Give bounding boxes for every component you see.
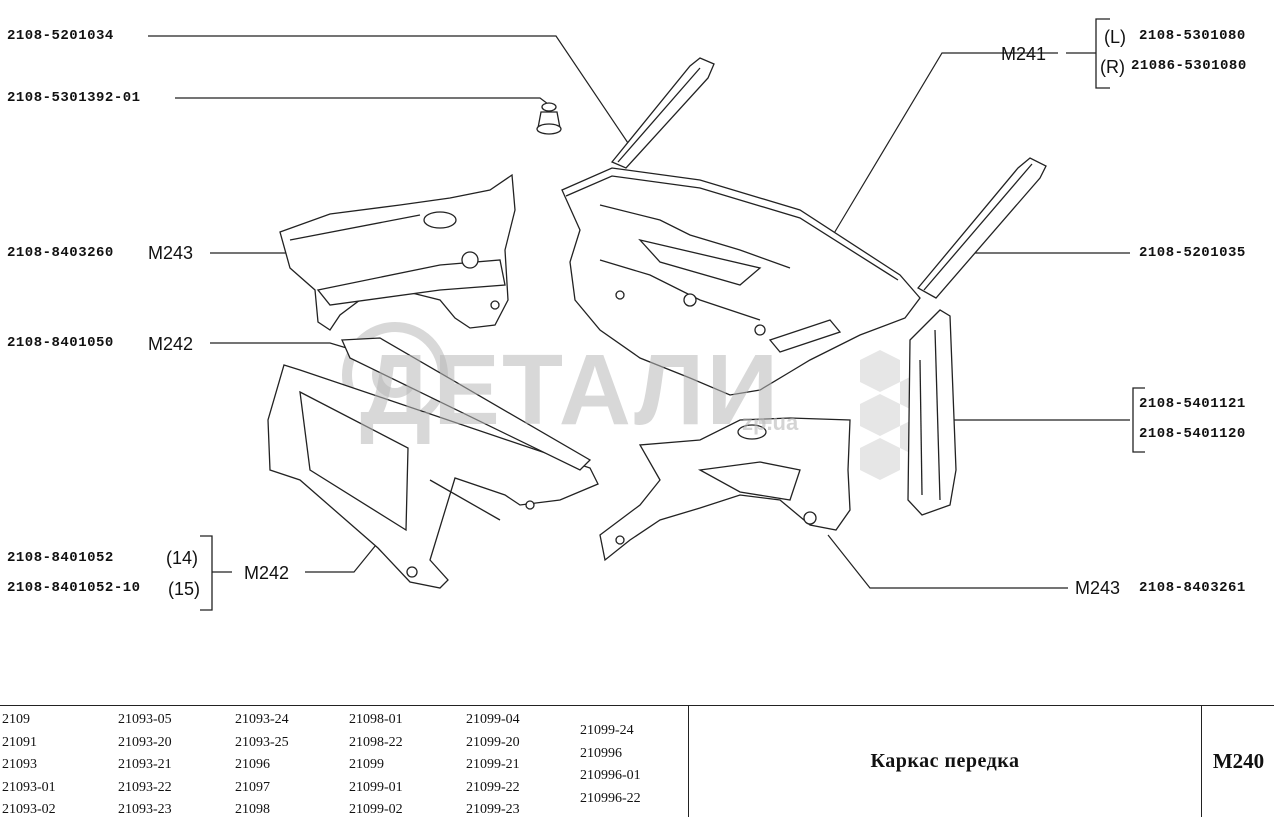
- left-side-marker: (L): [1104, 27, 1126, 47]
- watermark-brand: ДЕТАЛИ: [360, 334, 781, 446]
- model-item: 21091: [2, 734, 37, 750]
- part-number-5401121: 2108-5401121: [1139, 396, 1246, 412]
- diagram-area: ДЕТАЛИ zp.ua 2108-5201034 2108-5301392-0…: [7, 18, 1247, 611]
- model-column-1: 2109 21091 21093 21093-01 21093-02: [2, 709, 56, 822]
- quantity-15: (15): [168, 579, 201, 599]
- title-block: 2109 21091 21093 21093-01 21093-02 21093…: [0, 705, 1274, 817]
- part-number-5301080-left: 2108-5301080: [1139, 28, 1246, 44]
- part-number-5201035: 2108-5201035: [1139, 245, 1246, 261]
- side-rail-part: [916, 157, 1047, 299]
- parts-drawing: [148, 18, 1145, 611]
- part-number-8401050: 2108-8401050: [7, 335, 114, 351]
- part-number-8401052: 2108-8401052: [7, 550, 114, 566]
- model-item: 21099-04: [466, 712, 520, 727]
- right-mudguard-part: [599, 417, 851, 562]
- model-item: 210996: [580, 745, 622, 761]
- bracket-lines: [200, 18, 1145, 611]
- part-number-5401120: 2108-5401120: [1139, 426, 1246, 442]
- radiator-frame-part: [267, 337, 599, 589]
- part-number-5301392: 2108-5301392-01: [7, 90, 141, 106]
- model-column-4: 21098-01 21098-22 21099 21099-01 21099-0…: [349, 709, 403, 822]
- divider-right: [1201, 706, 1202, 817]
- model-item: 21096: [235, 757, 270, 772]
- right-side-marker: (R): [1100, 57, 1125, 77]
- model-item: 21093: [2, 757, 37, 772]
- pillar-part: [907, 309, 957, 516]
- bump-stop-part: [536, 102, 562, 135]
- model-item: 21098-01: [349, 712, 403, 727]
- divider-left: [688, 706, 689, 817]
- model-item: 21093-02: [2, 802, 56, 817]
- model-item: 2109: [2, 712, 30, 727]
- ref-m242-lower: M242: [244, 563, 290, 583]
- front-strut-part: [610, 57, 715, 169]
- part-number-5301080-right: 21086-5301080: [1131, 58, 1247, 74]
- model-item: 210996-01: [580, 768, 641, 783]
- model-item: 21099-02: [349, 802, 403, 817]
- model-column-5: 21099-04 21099-20 21099-21 21099-22 2109…: [466, 709, 520, 822]
- part-number-8403260: 2108-8403260: [7, 245, 114, 261]
- model-item: 21093-23: [118, 802, 172, 817]
- model-item: 21093-20: [118, 734, 172, 750]
- ref-m242-upper: M242: [148, 334, 194, 354]
- model-item: 21093-05: [118, 712, 172, 727]
- model-column-2: 21093-05 21093-20 21093-21 21093-22 2109…: [118, 709, 172, 822]
- dash-panel-part: [561, 167, 921, 396]
- model-item: 21093-21: [118, 757, 172, 772]
- diagram-code: M240: [1212, 749, 1265, 773]
- page-title: Каркас передка: [870, 750, 1020, 772]
- model-item: 21097: [235, 779, 270, 795]
- model-item: 21099-22: [466, 779, 520, 795]
- quantity-14: (14): [166, 548, 199, 568]
- watermark-domain: zp.ua: [742, 410, 799, 435]
- left-mudguard-part: [279, 173, 516, 331]
- model-item: 21093-25: [235, 734, 289, 750]
- model-item: 21099-20: [466, 734, 520, 750]
- model-item: 21098-22: [349, 734, 403, 750]
- model-item: 21099: [349, 757, 384, 772]
- model-item: 21099-21: [466, 757, 520, 772]
- part-number-8401052-10: 2108-8401052-10: [7, 580, 141, 596]
- model-item: 21093-24: [235, 712, 289, 727]
- model-item: 21099-23: [466, 802, 520, 817]
- ref-m243-left: M243: [148, 243, 194, 263]
- model-item: 21099-24: [580, 723, 634, 738]
- model-item: 210996-22: [580, 790, 641, 806]
- ref-m243-right: M243: [1075, 578, 1121, 598]
- model-item: 21098: [235, 802, 270, 817]
- model-column-3: 21093-24 21093-25 21096 21097 21098: [235, 709, 289, 822]
- model-item: 21093-22: [118, 779, 172, 795]
- ref-m241: M241: [1001, 44, 1047, 64]
- model-item: 21093-01: [2, 779, 56, 795]
- part-number-8403261: 2108-8403261: [1139, 580, 1246, 596]
- model-item: 21099-01: [349, 779, 403, 795]
- model-column-6: 21099-24 210996 210996-01 210996-22: [580, 720, 641, 810]
- model-list: 2109 21091 21093 21093-01 21093-02 21093…: [0, 706, 688, 817]
- part-number-5201034: 2108-5201034: [7, 28, 114, 44]
